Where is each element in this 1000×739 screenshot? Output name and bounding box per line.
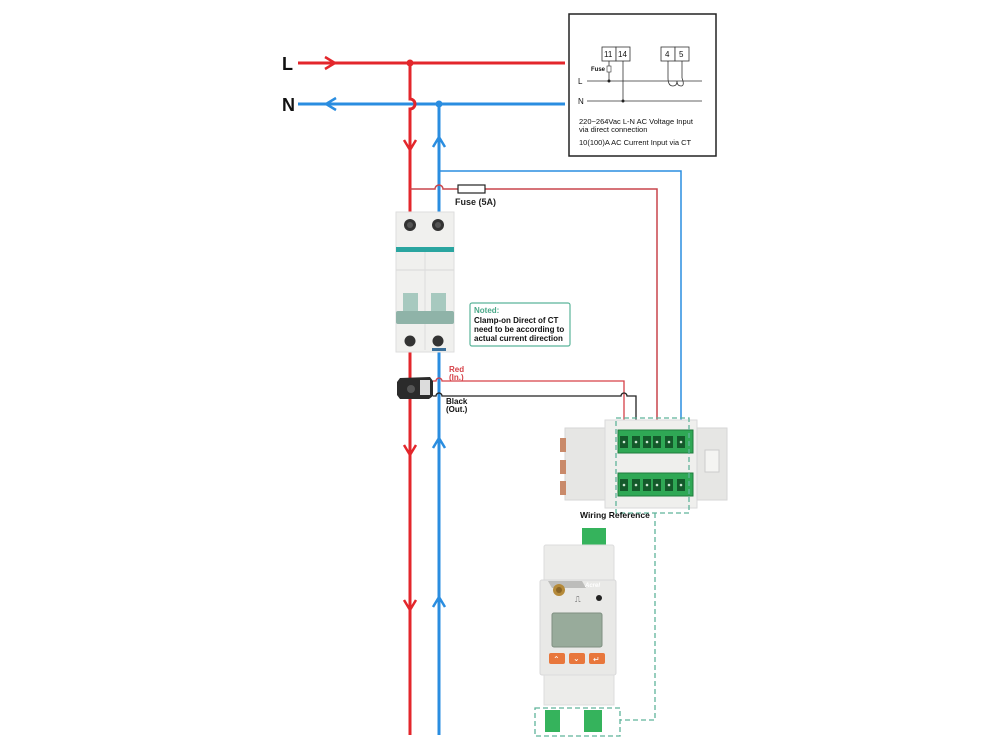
terminal-row-bottom bbox=[620, 479, 685, 491]
ct-red-sub: (In.) bbox=[449, 373, 464, 382]
note-title: Noted: bbox=[474, 306, 499, 315]
terminal-top-screw-3 bbox=[655, 440, 659, 444]
meter-pulse-icon: ⎍ bbox=[575, 595, 581, 604]
live-label: L bbox=[282, 54, 293, 74]
terminal-block bbox=[560, 417, 728, 514]
note-line-3: actual current direction bbox=[474, 334, 563, 343]
fuse-label: Fuse (5A) bbox=[455, 197, 496, 207]
ref-line-l: L bbox=[578, 77, 583, 86]
terminal-bottom-screw-5 bbox=[679, 483, 683, 487]
ref-desc-3: 10(100)A AC Current Input via CT bbox=[579, 138, 692, 147]
dashed-link bbox=[620, 513, 656, 721]
terminal-top-screw-0 bbox=[622, 440, 626, 444]
terminal-top-screw-4 bbox=[667, 440, 671, 444]
meter-up-button-icon[interactable]: ⌃ bbox=[553, 655, 560, 664]
ct-black-label: Black bbox=[446, 397, 468, 406]
ref-line-n: N bbox=[578, 97, 584, 106]
meter-enter-button-icon[interactable]: ↵ bbox=[593, 655, 600, 664]
note-box bbox=[469, 302, 571, 347]
ref-fuse-label: Fuse bbox=[591, 67, 606, 73]
ref-terminal-14: 14 bbox=[618, 50, 627, 59]
ref-terminal-5: 5 bbox=[679, 50, 684, 59]
terminal-row-top bbox=[620, 436, 685, 448]
note-line-2: need to be according to bbox=[474, 325, 564, 334]
live-vertical bbox=[402, 63, 418, 735]
energy-meter bbox=[534, 528, 621, 737]
terminal-bottom-screw-2 bbox=[645, 483, 649, 487]
terminal-bottom-screw-4 bbox=[667, 483, 671, 487]
ct-red-wire bbox=[433, 377, 625, 432]
terminal-bottom-screw-3 bbox=[655, 483, 659, 487]
meter-brand-logo: Acrel bbox=[584, 583, 600, 589]
terminal-top-screw-5 bbox=[679, 440, 683, 444]
ct-black-wire bbox=[433, 392, 637, 432]
reference-box bbox=[568, 13, 717, 157]
ct-black-sub: (Out.) bbox=[446, 405, 468, 414]
terminal-bottom-screw-0 bbox=[622, 483, 626, 487]
circuit-breaker bbox=[395, 211, 455, 353]
voltage-wire bbox=[410, 184, 658, 432]
note-line-1: Clamp-on Direct of CT bbox=[474, 316, 559, 325]
meter-down-button-icon[interactable]: ⌄ bbox=[573, 654, 580, 663]
ref-desc-1: 220~264Vac L-N AC Voltage Input bbox=[579, 117, 694, 126]
ref-terminal-4: 4 bbox=[665, 50, 670, 59]
neutral-vertical bbox=[431, 104, 447, 735]
ref-desc-2: via direct connection bbox=[579, 125, 647, 134]
fuse-icon bbox=[457, 184, 486, 194]
ct-red-label: Red bbox=[449, 365, 464, 374]
neutral-tap-wire bbox=[439, 170, 682, 432]
live-line bbox=[298, 55, 565, 71]
ct-clamp-icon bbox=[397, 377, 433, 399]
ref-terminal-11: 11 bbox=[604, 50, 613, 59]
terminal-bottom-screw-1 bbox=[634, 483, 638, 487]
terminal-top-screw-1 bbox=[634, 440, 638, 444]
wiring-reference-caption: Wiring Reference bbox=[580, 510, 650, 520]
neutral-label: N bbox=[282, 95, 295, 115]
neutral-line bbox=[298, 96, 565, 112]
terminal-top-screw-2 bbox=[645, 440, 649, 444]
